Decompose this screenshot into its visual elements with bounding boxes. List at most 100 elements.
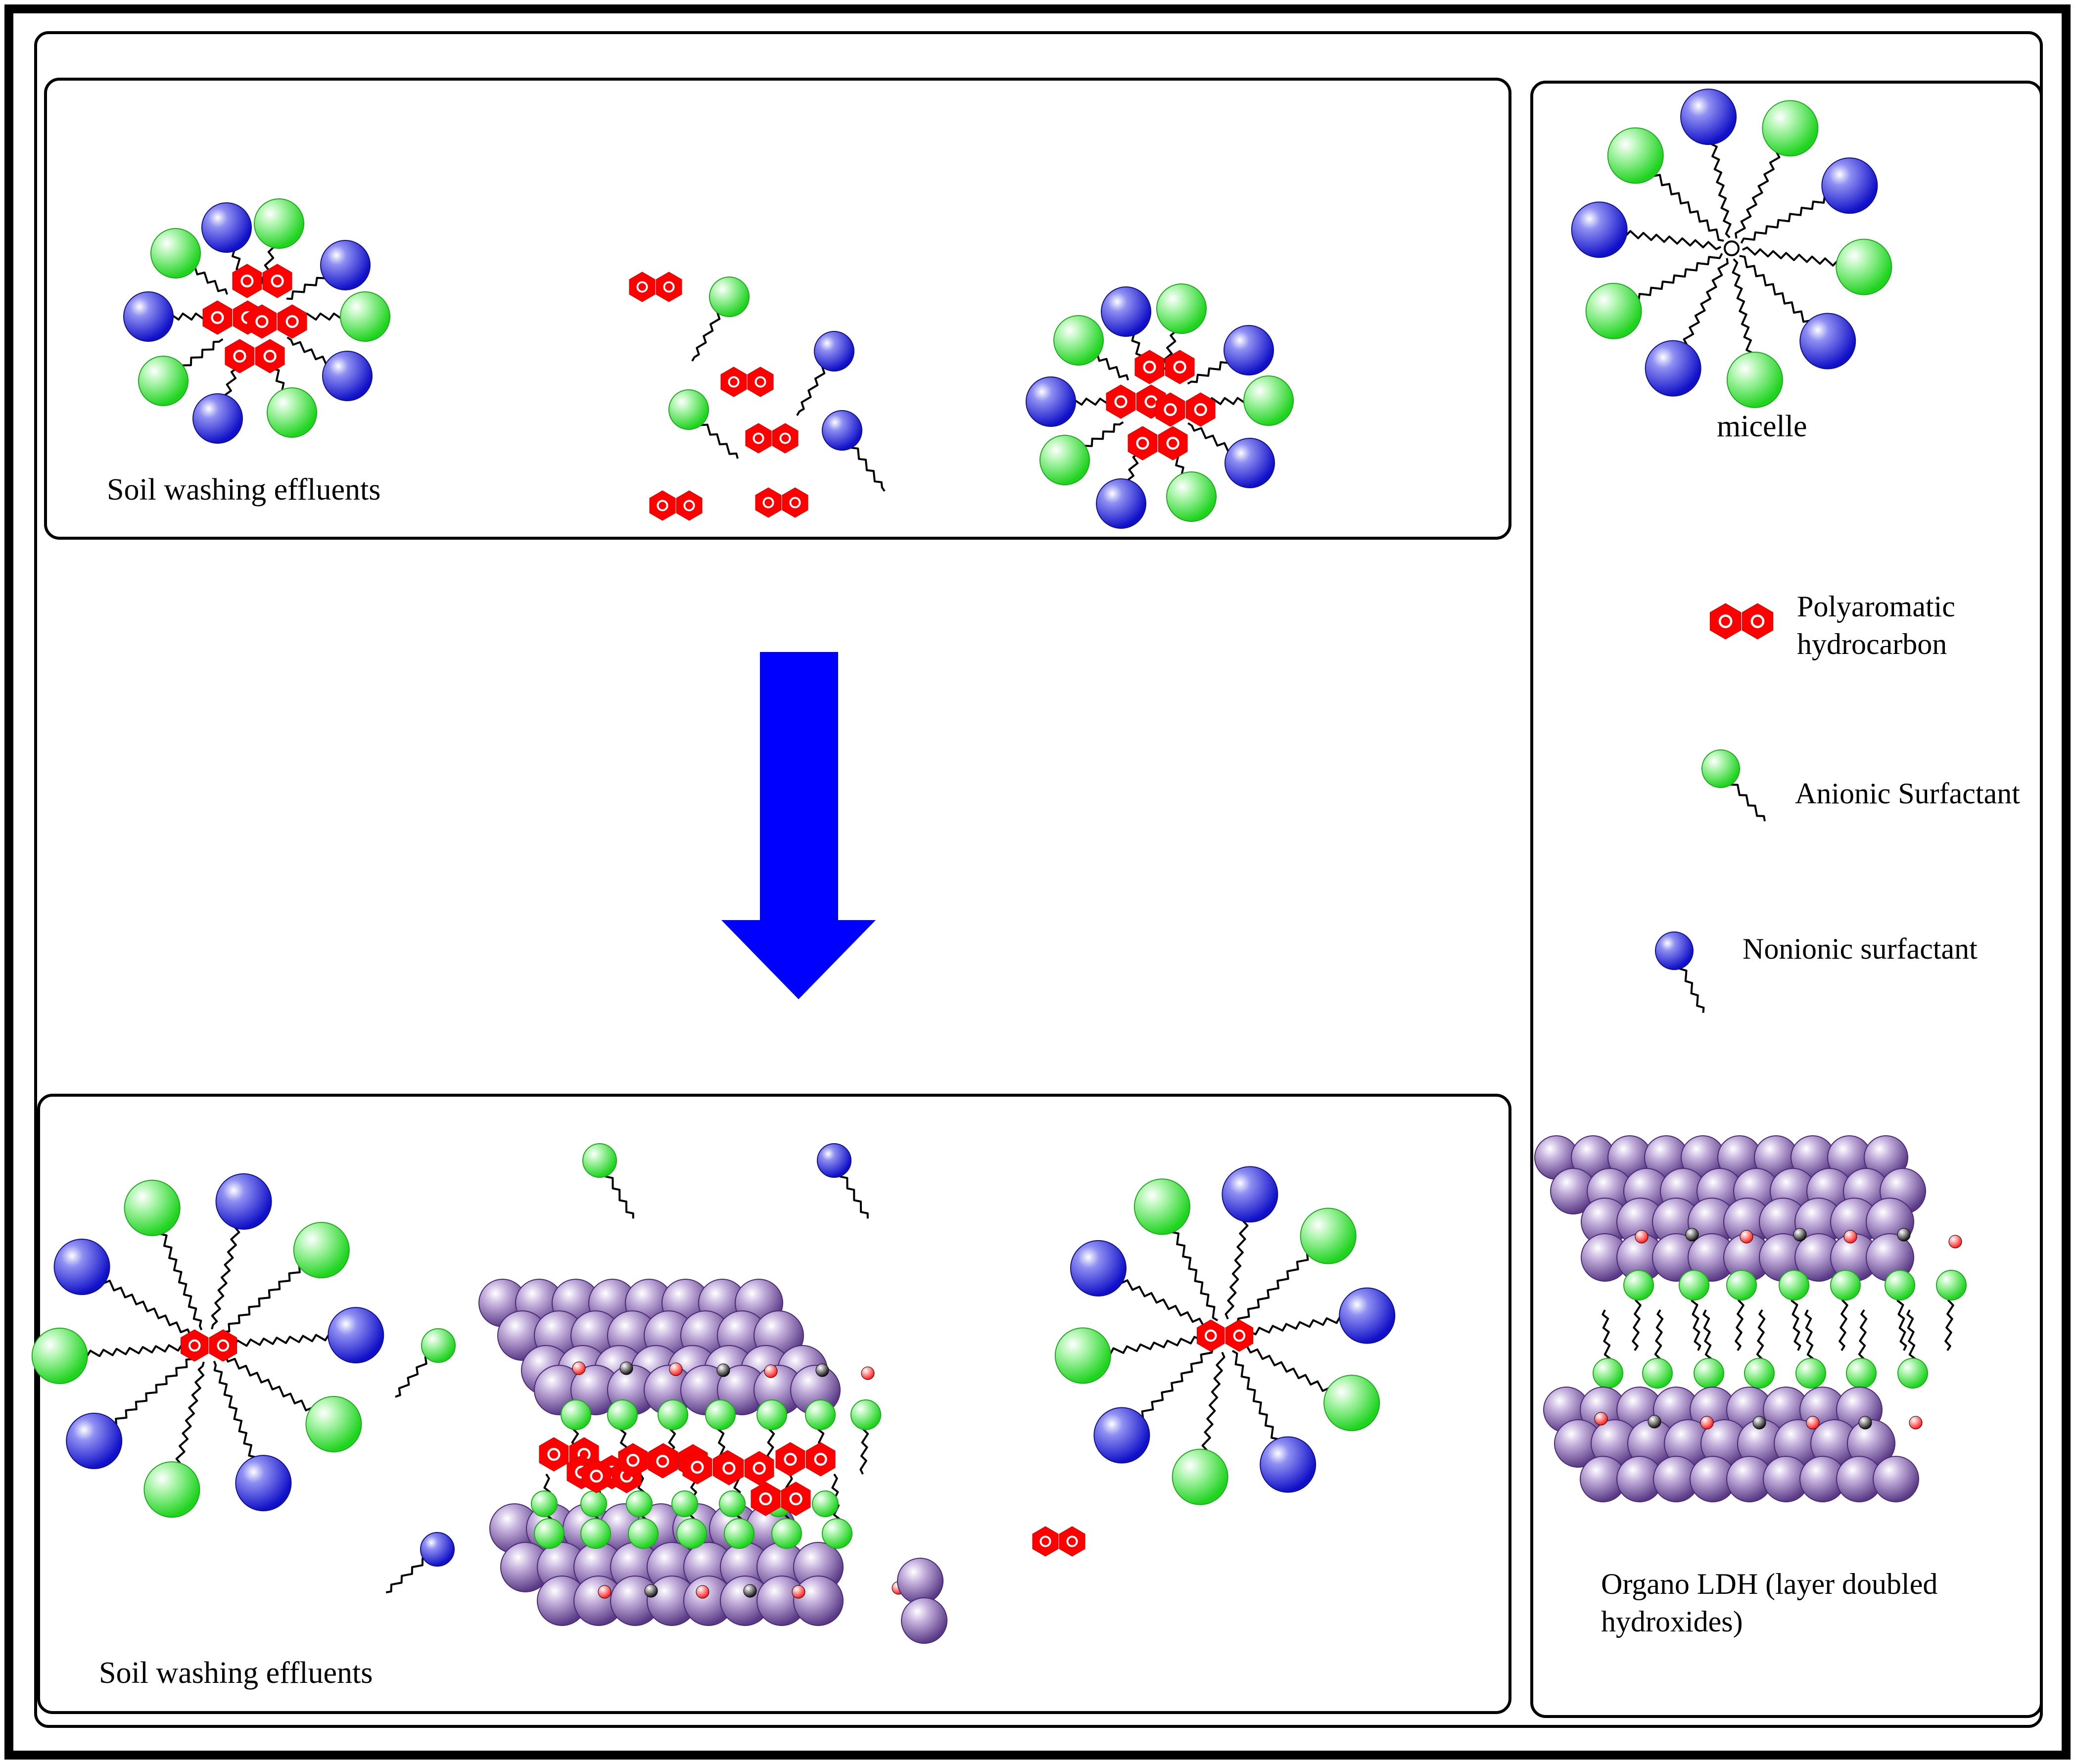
pah-icon bbox=[1032, 1526, 1085, 1557]
black-interlayer-dot bbox=[1858, 1416, 1872, 1430]
nonionic-surfactant-icon bbox=[1655, 931, 1705, 1013]
aromatic-ring bbox=[1165, 350, 1195, 384]
bottom-panel-label: Soil washing effluents bbox=[99, 1656, 373, 1690]
aromatic-ring bbox=[1059, 1526, 1085, 1557]
micelle-icon bbox=[1054, 1166, 1396, 1505]
aromatic-ring bbox=[720, 367, 747, 397]
nonionic-head bbox=[1655, 931, 1694, 970]
aromatic-ring bbox=[714, 1451, 744, 1485]
anionic-head bbox=[676, 1518, 707, 1549]
anionic-head bbox=[580, 1518, 611, 1549]
nonionic-head bbox=[320, 240, 371, 290]
ldh-label-line2: hydroxides) bbox=[1601, 1605, 1743, 1638]
nonionic-head bbox=[817, 1143, 851, 1178]
aromatic-ring bbox=[262, 264, 292, 298]
surfactant-tail bbox=[1231, 1349, 1280, 1445]
surfactant-tail bbox=[1201, 1351, 1226, 1456]
anionic-head bbox=[756, 1399, 787, 1430]
surfactant-tail bbox=[1225, 1215, 1249, 1320]
nonionic-head bbox=[201, 202, 252, 253]
surfactant-tail bbox=[1735, 1295, 1745, 1351]
ring-bond bbox=[626, 1453, 640, 1467]
surfactant-tail bbox=[839, 1171, 869, 1219]
anionic-head bbox=[267, 387, 317, 438]
surfactant-tail bbox=[1682, 258, 1729, 350]
surfactant-tail bbox=[1735, 147, 1781, 239]
aromatic-ring bbox=[202, 300, 233, 335]
aromatic-ring bbox=[682, 1450, 712, 1485]
anionic-head bbox=[1936, 1270, 1967, 1300]
surfactant-tail bbox=[81, 1343, 191, 1358]
legend-organo-ldh bbox=[1534, 1135, 1967, 1502]
nonionic-surfactant-icon bbox=[796, 331, 854, 416]
red-interlayer-dot bbox=[598, 1585, 612, 1599]
nonionic-label: Nonionic surfactant bbox=[1743, 932, 1978, 965]
anionic-surfactant-icon bbox=[395, 1328, 456, 1398]
nonionic-head bbox=[1645, 340, 1701, 397]
nonionic-head bbox=[1680, 89, 1737, 145]
anionic-head bbox=[531, 1490, 558, 1517]
ring-bond bbox=[1164, 403, 1177, 417]
anionic-head bbox=[1133, 1178, 1190, 1235]
anionic-head bbox=[580, 1490, 607, 1517]
anionic-head bbox=[1744, 1358, 1775, 1389]
anionic-head bbox=[582, 1143, 617, 1178]
anionic-head bbox=[1585, 282, 1642, 339]
ring-bond bbox=[753, 1461, 766, 1475]
ring-bond bbox=[211, 311, 224, 325]
ring-bond bbox=[1233, 1329, 1246, 1342]
nonionic-head bbox=[328, 1307, 384, 1364]
anionic-head bbox=[31, 1327, 88, 1384]
surfactant-tail bbox=[1944, 1295, 1954, 1351]
red-interlayer-dot bbox=[1700, 1416, 1714, 1430]
aromatic-ring bbox=[1155, 392, 1185, 427]
anionic-head bbox=[1053, 315, 1104, 366]
ring-bond bbox=[1143, 360, 1156, 374]
nonionic-head bbox=[192, 393, 243, 444]
aromatic-ring bbox=[1106, 384, 1136, 419]
surfactant-tail bbox=[1239, 1342, 1333, 1393]
nonionic-head bbox=[66, 1412, 123, 1469]
aromatic-ring bbox=[676, 490, 703, 521]
anionic-head bbox=[1054, 1327, 1111, 1384]
legend-panel bbox=[1530, 81, 2043, 1718]
anionic-head bbox=[1885, 1270, 1915, 1300]
top-left-micelle bbox=[123, 198, 390, 444]
anionic-head bbox=[1836, 238, 1892, 295]
ldh-label-line1: Organo LDH (layer doubled bbox=[1601, 1568, 1937, 1600]
ring-bond bbox=[590, 1469, 603, 1483]
aromatic-ring bbox=[1032, 1526, 1059, 1557]
nonionic-head bbox=[814, 331, 854, 371]
anionic-head bbox=[340, 291, 390, 342]
surfactant-tail bbox=[1791, 1296, 1801, 1351]
pah-label-line2: hydrocarbon bbox=[1797, 628, 1947, 660]
ldh-sphere bbox=[897, 1558, 943, 1604]
aromatic-ring bbox=[1197, 1319, 1225, 1352]
anionic-head bbox=[1593, 1358, 1623, 1389]
anionic-surfactant-icon bbox=[691, 277, 750, 362]
surfactant-tail bbox=[1633, 253, 1723, 302]
nonionic-head bbox=[1222, 1166, 1278, 1223]
ring-bond bbox=[1166, 436, 1179, 450]
pah-icon bbox=[714, 1451, 774, 1485]
surfactant-tail bbox=[1236, 1250, 1313, 1324]
surfactant-tail bbox=[99, 1278, 194, 1338]
top-panel-label: Soil washing effluents bbox=[107, 473, 380, 507]
anionic-head bbox=[305, 1395, 362, 1452]
anionic-head bbox=[1701, 749, 1740, 788]
black-interlayer-dot bbox=[644, 1584, 658, 1598]
anionic-head bbox=[1039, 435, 1090, 485]
surfactant-tail bbox=[1620, 230, 1722, 250]
aromatic-ring bbox=[656, 272, 682, 302]
aromatic-ring bbox=[209, 1329, 237, 1362]
pah-label-line1: Polyaromatic bbox=[1797, 590, 1955, 623]
aromatic-ring bbox=[1742, 603, 1774, 640]
nonionic-head bbox=[123, 291, 174, 342]
aromatic-ring bbox=[277, 304, 307, 339]
surfactant-tail bbox=[1651, 171, 1724, 242]
nonionic-surfactant-icon bbox=[822, 410, 886, 492]
aromatic-ring bbox=[1185, 392, 1216, 427]
black-interlayer-dot bbox=[619, 1361, 633, 1375]
ring-bond bbox=[784, 1452, 797, 1466]
anionic-head bbox=[822, 1518, 852, 1549]
